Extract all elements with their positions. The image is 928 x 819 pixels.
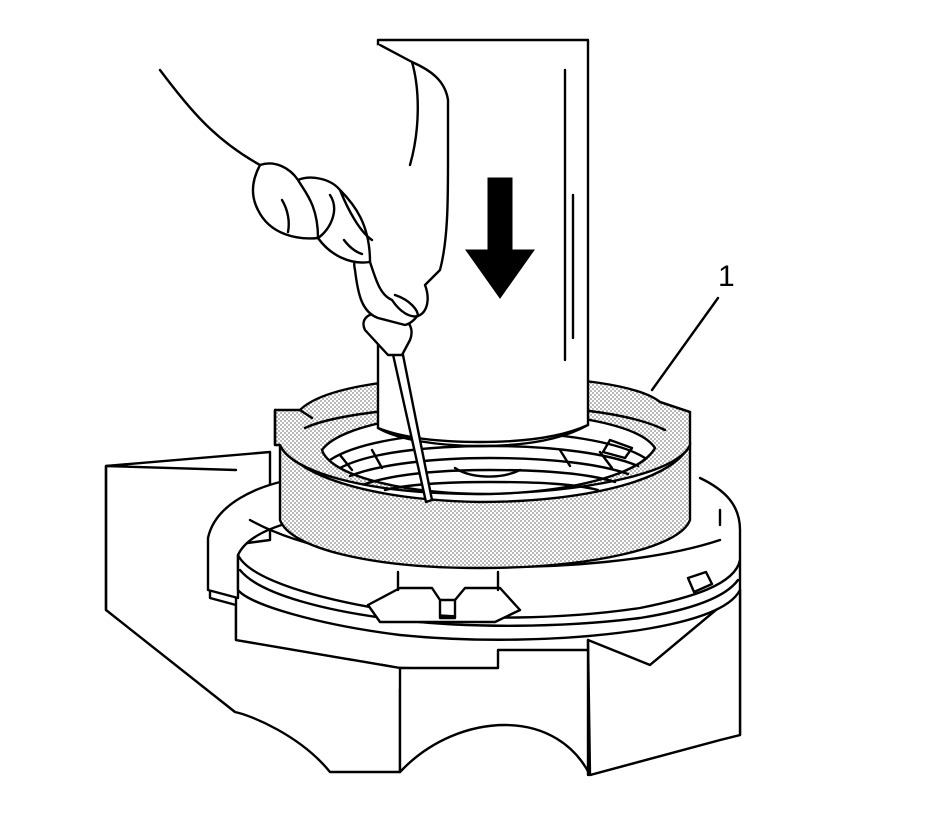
fixture-block-left	[104, 450, 402, 774]
callout-leader-1	[650, 296, 720, 392]
ring-plate	[206, 476, 742, 641]
fixture-base	[104, 450, 742, 777]
hand-outline	[158, 43, 450, 318]
seal-ring-wall	[278, 438, 692, 570]
ring-pin	[686, 570, 714, 594]
press-direction-arrow	[465, 177, 535, 299]
technician-hand	[158, 43, 450, 318]
fixture-block-right	[586, 588, 742, 777]
ring-latch	[366, 586, 522, 624]
callout-label-1: 1	[718, 260, 735, 293]
